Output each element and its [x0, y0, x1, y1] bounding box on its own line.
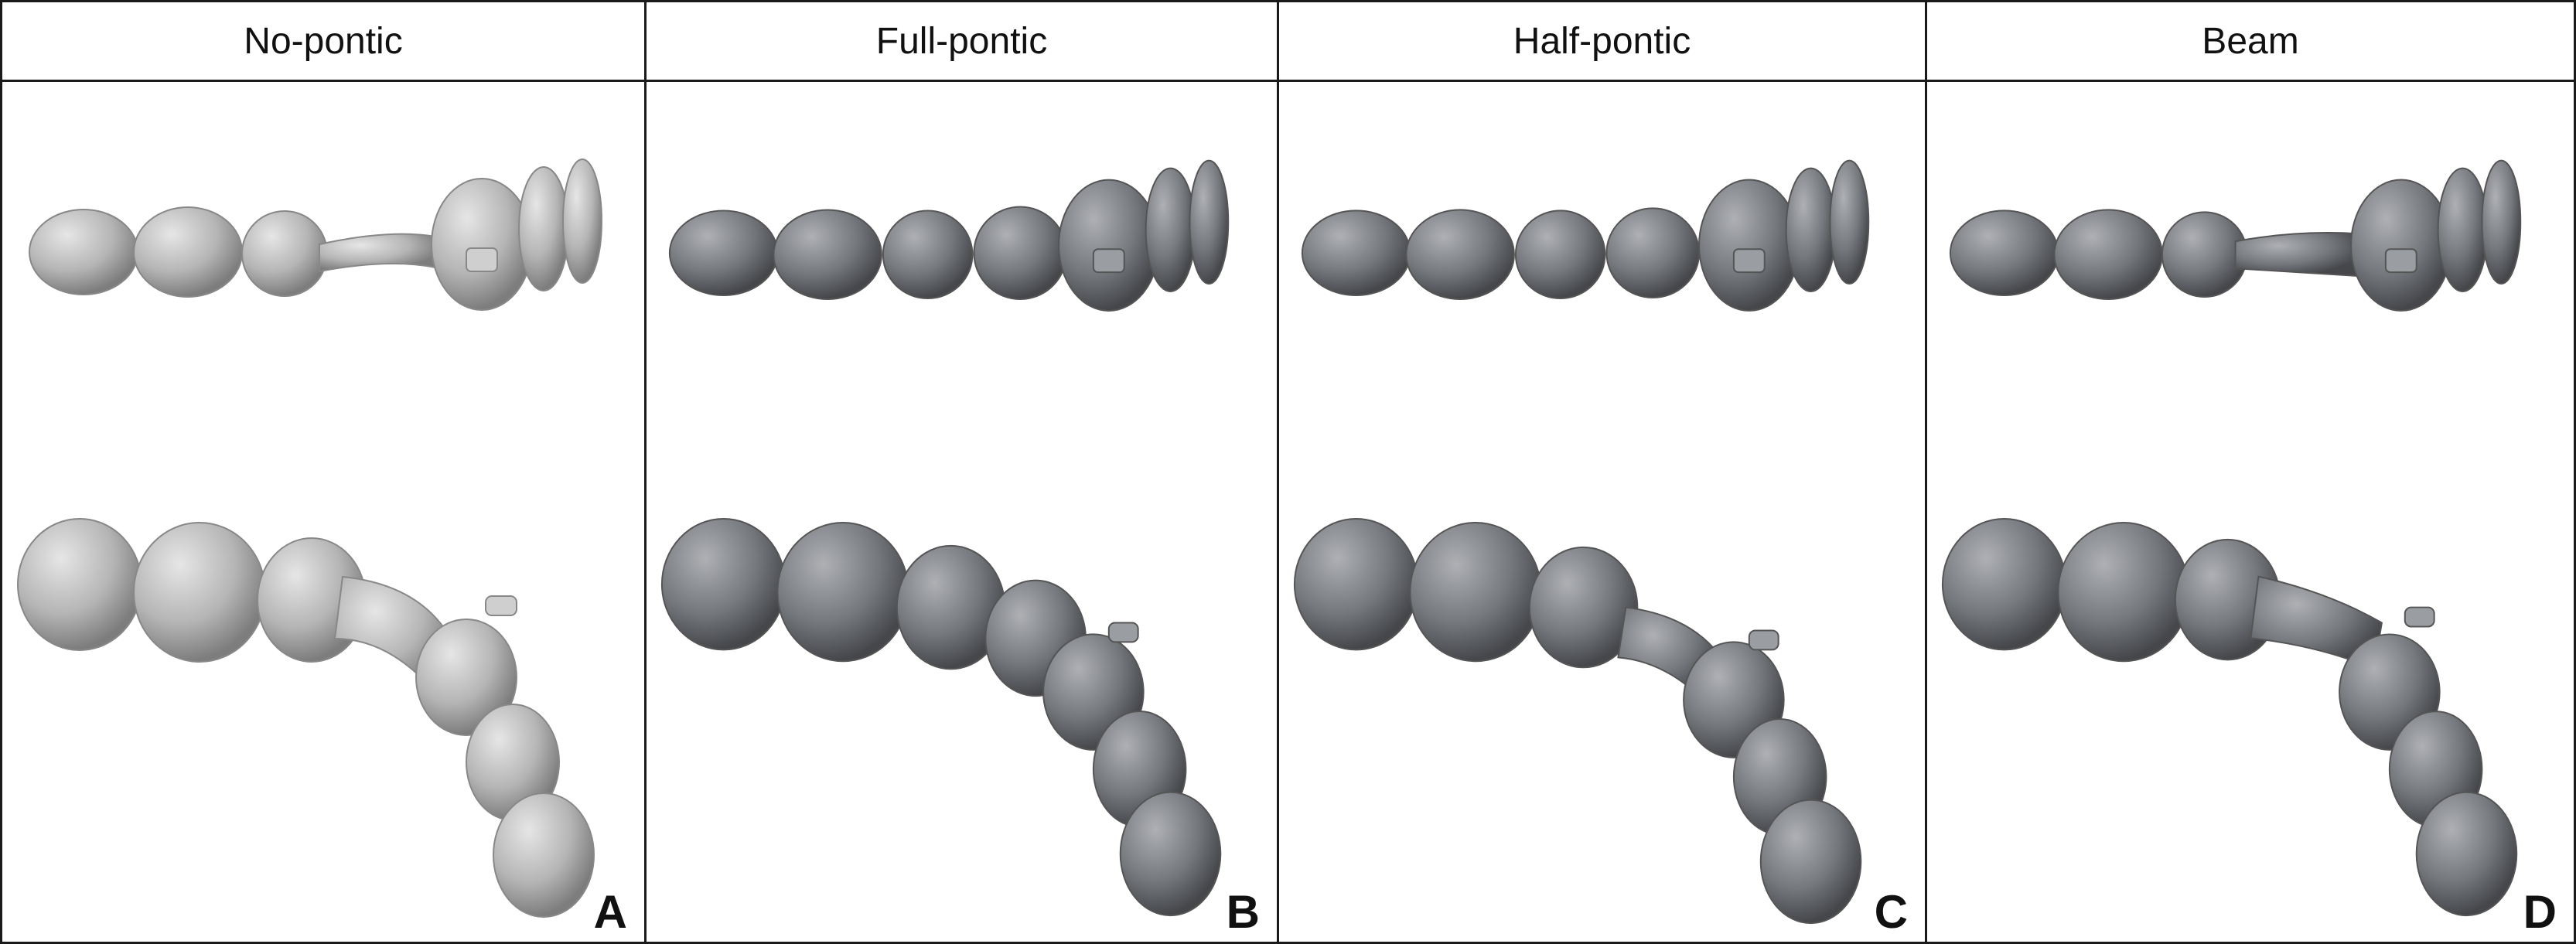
- dental-model-full-pontic: [660, 159, 1230, 917]
- occlusal-view: [1941, 517, 2518, 917]
- panel-full-pontic: Full-pontic: [644, 2, 1277, 942]
- panel-title: Beam: [1927, 2, 2574, 82]
- dental-model-no-pontic: [17, 158, 602, 918]
- panel-letter: A: [593, 886, 627, 938]
- panel-half-pontic: Half-pontic: [1277, 2, 1925, 942]
- panel-title: No-pontic: [2, 2, 644, 82]
- panel-title: Full-pontic: [647, 2, 1277, 82]
- panel-no-pontic: No-pontic: [2, 2, 644, 942]
- panel-letter: C: [1874, 886, 1908, 938]
- dental-model-beam: [1941, 159, 2522, 917]
- panel-letter: D: [2523, 886, 2557, 938]
- occlusal-view: [1293, 517, 1862, 925]
- panel-title: Half-pontic: [1279, 2, 1925, 82]
- panel-beam: Beam: [1925, 2, 2574, 942]
- panel-letter: B: [1226, 886, 1260, 938]
- occlusal-view: [17, 518, 595, 918]
- side-view: [1949, 159, 2522, 312]
- side-view: [29, 158, 602, 311]
- dental-model-half-pontic: [1293, 159, 1870, 925]
- side-view: [668, 159, 1230, 312]
- occlusal-view: [660, 517, 1222, 917]
- side-view: [1301, 159, 1870, 312]
